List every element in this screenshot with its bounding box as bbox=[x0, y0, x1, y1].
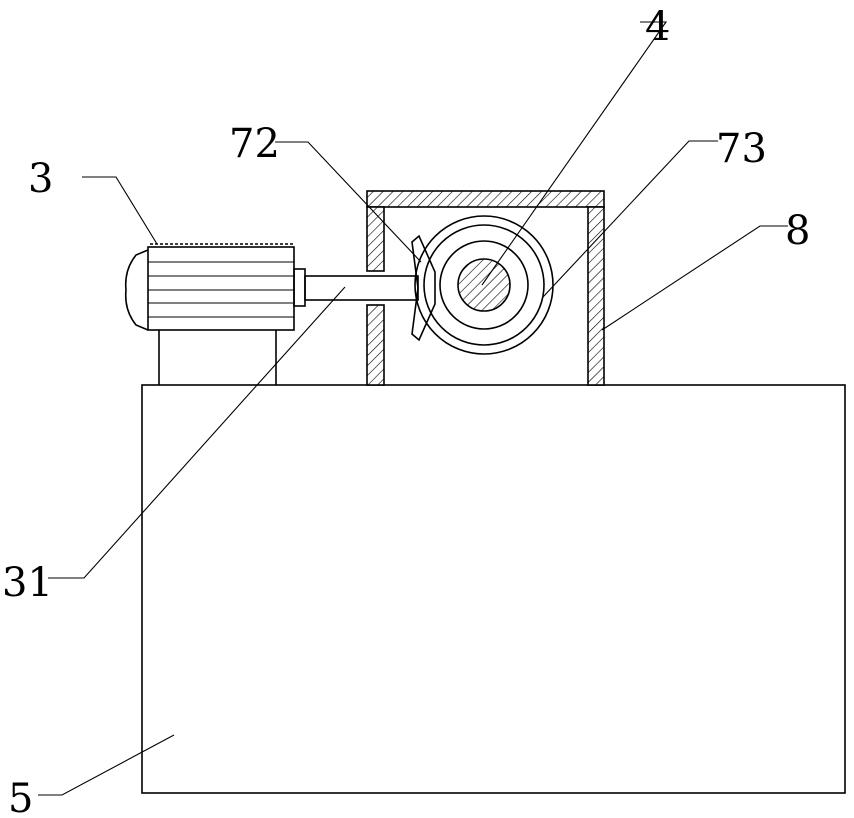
label-part-73: 73 bbox=[716, 126, 767, 172]
motor bbox=[124, 243, 306, 331]
motor-fins bbox=[148, 261, 294, 318]
motor-support bbox=[158, 330, 277, 385]
bevel-gear bbox=[411, 234, 436, 342]
label-part-4: 4 bbox=[645, 4, 670, 50]
label-part-72: 72 bbox=[229, 121, 280, 167]
label-part-3: 3 bbox=[28, 156, 53, 202]
label-part-8: 8 bbox=[785, 208, 810, 254]
base-body bbox=[141, 384, 846, 794]
center-shaft bbox=[457, 258, 511, 312]
motor-shaft bbox=[304, 275, 419, 301]
gear-wheel bbox=[414, 215, 554, 355]
leader-lines bbox=[38, 21, 788, 796]
label-part-31: 31 bbox=[2, 560, 53, 606]
label-part-5: 5 bbox=[8, 776, 33, 818]
